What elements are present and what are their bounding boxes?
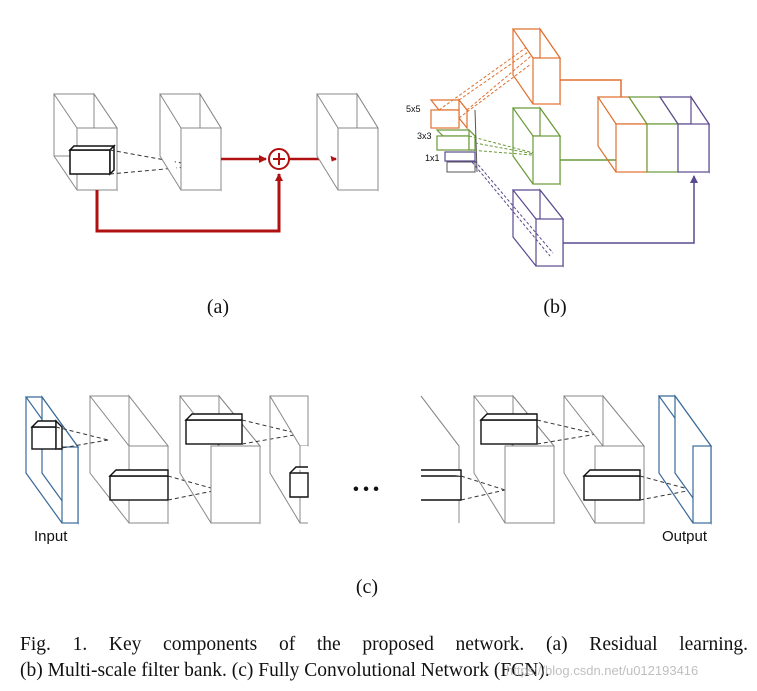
filter-kernel-c5 xyxy=(421,469,462,501)
figure-caption: Fig. 1. Key components of the proposed n… xyxy=(20,632,748,684)
projection-lines-1x1 xyxy=(471,160,554,257)
sum-node-icon xyxy=(268,148,290,170)
filter-kernel-c7 xyxy=(582,469,641,501)
filter-kernel-a xyxy=(68,144,116,176)
caption-line-2: (b) Multi-scale filter bank. (c) Fully C… xyxy=(20,660,550,681)
caption-line-1: Fig. 1. Key components of the proposed n… xyxy=(20,634,748,655)
filter-stack-outline xyxy=(446,109,478,173)
filter-5x5-label: 5x5 xyxy=(406,104,421,114)
feature-cube-c5 xyxy=(420,395,460,524)
projection-lines-c7 xyxy=(639,475,693,501)
filter-kernel-c1 xyxy=(30,419,63,450)
input-slab xyxy=(24,395,80,525)
purple-branch-arrow xyxy=(563,175,698,244)
feature-cube-purple xyxy=(511,188,565,268)
projection-lines-c1 xyxy=(55,426,109,450)
feature-cube-orange xyxy=(511,27,562,106)
feature-cube-green xyxy=(511,106,562,186)
feature-cube-c4 xyxy=(269,395,309,524)
concat-output-purple xyxy=(658,95,711,174)
ellipsis-label: • • • xyxy=(353,481,379,498)
projection-lines-c5 xyxy=(460,475,506,501)
filter-3x3 xyxy=(435,128,477,151)
panel-b-label: (b) xyxy=(543,296,566,318)
panel-a-residual-learning: (a) xyxy=(53,92,379,318)
panel-c-label: (c) xyxy=(356,576,378,598)
concat-output-green xyxy=(627,96,680,173)
projection-lines-3x3 xyxy=(468,135,546,157)
projection-lines-c3 xyxy=(241,419,301,445)
projection-lines-c2 xyxy=(167,475,219,501)
residual-skip-connection xyxy=(95,173,283,233)
filter-kernel-c6 xyxy=(479,413,538,445)
filter-kernel-c2 xyxy=(108,469,169,501)
watermark: https://blog.csdn.net/u012193416 xyxy=(506,663,699,678)
projection-lines-c6 xyxy=(536,419,598,445)
panel-a-label: (a) xyxy=(207,296,229,318)
feature-cube-a1 xyxy=(53,92,118,192)
feature-cube-a3 xyxy=(316,92,379,192)
filter-1x1 xyxy=(444,151,476,162)
panel-c-fcn: • • • xyxy=(24,394,713,598)
feature-cube-c7 xyxy=(562,394,646,525)
output-label: Output xyxy=(662,528,708,545)
feature-cube-a2 xyxy=(159,92,222,192)
filter-kernel-c3 xyxy=(184,413,243,445)
input-label: Input xyxy=(34,528,68,545)
filter-5x5 xyxy=(429,98,469,130)
panel-b-multiscale-filter-bank: 5x5 3x3 1x1 xyxy=(406,27,711,318)
filter-3x3-label: 3x3 xyxy=(417,131,432,141)
output-slab xyxy=(657,394,713,525)
projection-lines-5x5 xyxy=(438,43,532,119)
filter-1x1-label: 1x1 xyxy=(425,153,440,163)
feature-cube-c2 xyxy=(88,394,170,525)
filter-kernel-c4 xyxy=(289,466,309,498)
